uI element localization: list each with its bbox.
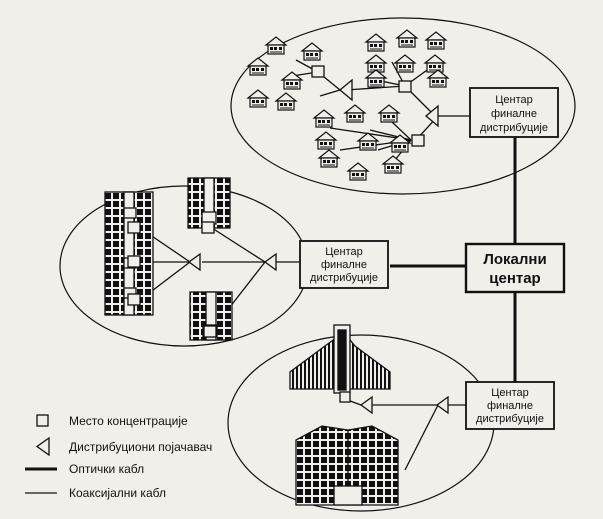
dc-top-line3: дистрибуције [480,122,548,134]
residential-zone [230,17,576,195]
dc-bot-line3: дистрибуције [476,413,544,425]
local-center: Локални центар [464,242,566,294]
dc-top-line1: Центар [495,94,532,106]
legend-optical-cable: Оптички кабл [69,462,144,476]
optical-links [390,137,517,384]
local-center-line2: центар [489,270,540,287]
legend-square-icon [36,414,49,427]
concentration-points [127,65,425,403]
legend-concentration-point: Место концентрације [69,414,188,428]
dc-top-line2: финалне [491,108,537,120]
dc-mid-line1: Центар [325,246,362,258]
apartment-buildings [104,177,233,341]
dc-mid-line2: финалне [321,259,367,271]
local-center-line1: Локални [483,251,546,268]
dc-bot-line2: финалне [487,400,533,412]
legend-coaxial-cable: Коаксијални кабл [69,486,166,500]
distribution-amplifiers [187,78,449,415]
houses [247,29,449,181]
legend-distribution-amplifier: Дистрибуциони појачавач [69,440,212,454]
legend-triangle-icon [35,436,50,457]
dc-bot-line1: Центар [491,387,528,399]
distribution-center-top: Центар финалне дистрибуције [469,87,559,138]
legend: Место концентрације Дистрибуциони појача… [25,414,212,500]
business-buildings [289,324,399,506]
distribution-center-middle: Центар финалне дистрибуције [299,240,389,289]
distribution-center-bottom: Центар финалне дистрибуције [465,381,555,430]
dc-mid-line3: дистрибуције [310,272,378,284]
